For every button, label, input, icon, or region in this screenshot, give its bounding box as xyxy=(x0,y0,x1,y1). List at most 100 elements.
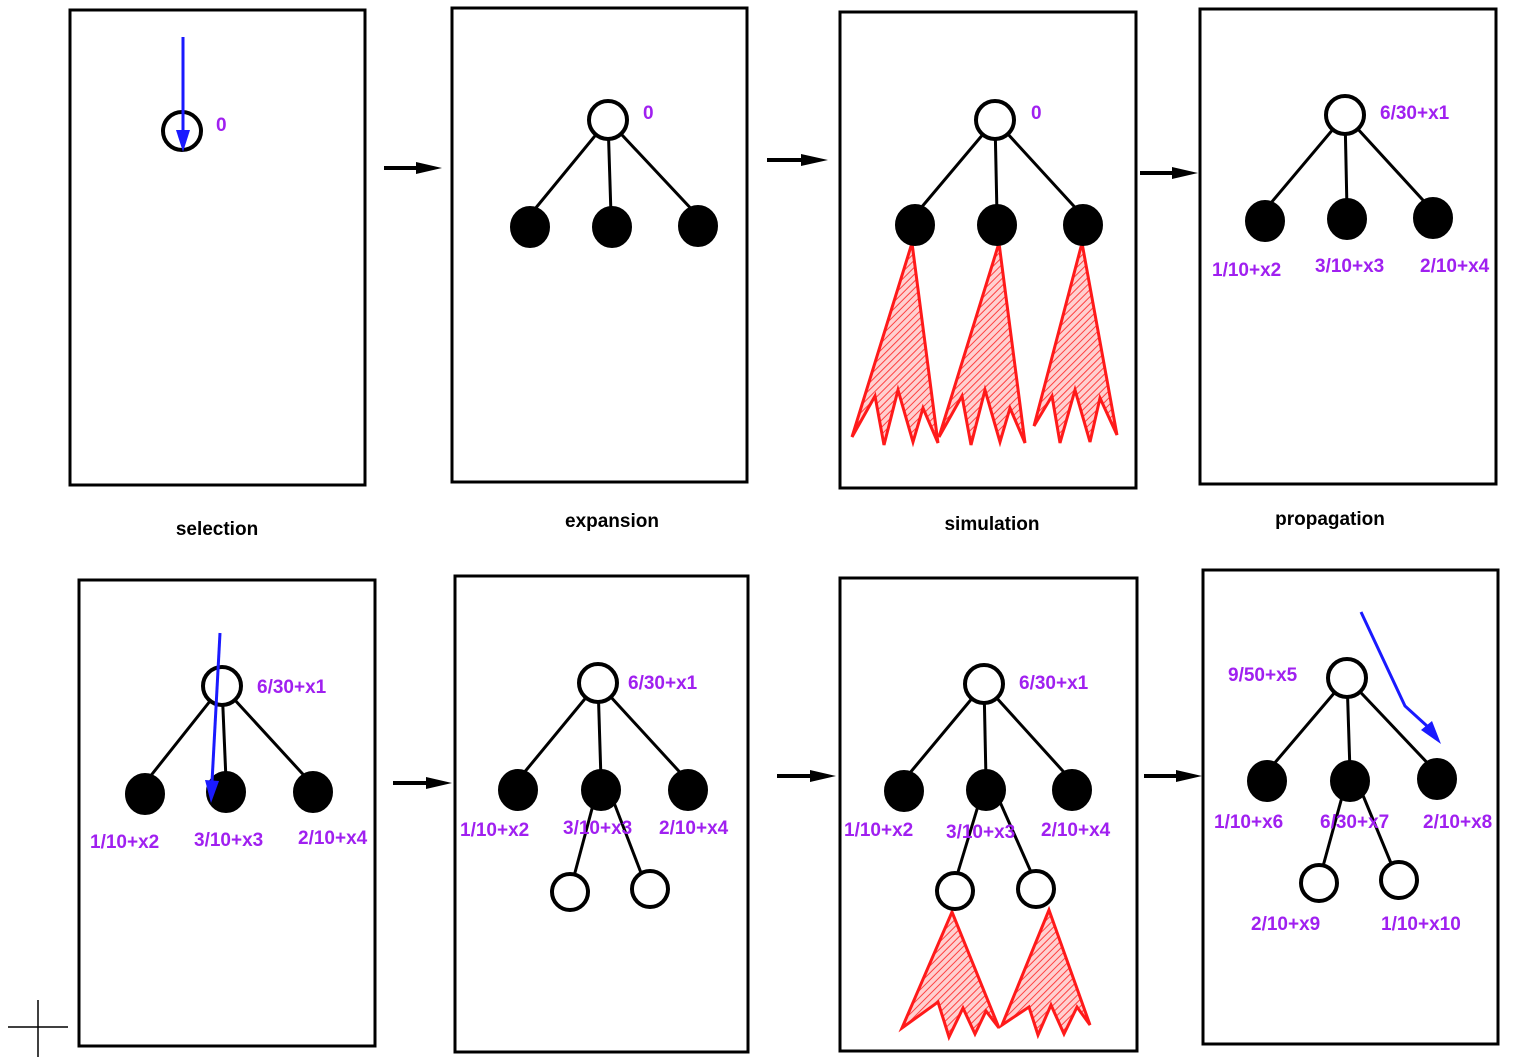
child-node xyxy=(293,771,333,813)
selection-arrow xyxy=(205,632,222,803)
child-label: 1/10+x6 xyxy=(1214,812,1283,833)
child-label: 1/10+x2 xyxy=(1212,260,1281,281)
root-label: 0 xyxy=(1031,103,1042,124)
child-label: 2/10+x4 xyxy=(659,818,729,839)
edge xyxy=(982,682,1073,782)
child-node xyxy=(1063,204,1103,246)
child-node xyxy=(678,205,718,247)
caption-propagation: propagation xyxy=(1275,509,1385,530)
grandchild-node xyxy=(550,872,590,912)
root-node xyxy=(963,663,1005,705)
panel-selection-1: 0 xyxy=(68,8,367,487)
panel-frame xyxy=(1198,7,1498,486)
child-node xyxy=(977,204,1017,246)
simulation-tree xyxy=(1032,242,1119,444)
flow-arrow xyxy=(767,154,828,166)
edge xyxy=(1345,676,1438,774)
panel-simulation-1: 0 xyxy=(838,10,1138,490)
edge xyxy=(611,799,645,879)
grandchild-label: 2/10+x9 xyxy=(1251,914,1320,935)
child-label: 1/10+x2 xyxy=(90,832,159,853)
panel-frame xyxy=(1201,568,1500,1046)
child-node xyxy=(510,206,550,248)
child-node xyxy=(592,206,632,248)
root-node xyxy=(577,662,619,704)
child-node xyxy=(581,769,621,811)
panel-expansion-1: 0 xyxy=(450,6,749,484)
flow-arrow xyxy=(393,777,452,789)
edge xyxy=(993,118,1084,217)
child-node xyxy=(498,769,538,811)
child-label: 1/10+x2 xyxy=(460,820,529,841)
caption-expansion: expansion xyxy=(565,511,659,532)
child-node xyxy=(895,204,935,246)
child-label: 3/10+x3 xyxy=(194,830,263,851)
child-node xyxy=(1247,760,1287,802)
child-node xyxy=(884,770,924,812)
child-label: 2/10+x4 xyxy=(1041,820,1111,841)
grandchild-node xyxy=(1299,863,1339,903)
root-label: 0 xyxy=(643,103,654,124)
root-label: 6/30+x1 xyxy=(1380,103,1450,124)
grandchild-label: 1/10+x10 xyxy=(1381,914,1461,935)
panel-frame xyxy=(838,10,1138,490)
edge xyxy=(220,684,313,785)
flow-arrow xyxy=(384,162,442,174)
root-node xyxy=(201,665,243,707)
panel-propagation-1: 6/30+x1 1/10+x2 3/10+x3 2/10+x4 xyxy=(1198,7,1498,486)
flow-arrow xyxy=(1144,770,1202,782)
grandchild-node xyxy=(1016,869,1056,909)
child-node xyxy=(1245,200,1285,242)
panel-frame xyxy=(68,8,367,487)
propagation-arrow xyxy=(1359,611,1441,744)
child-node xyxy=(1413,197,1453,239)
child-node xyxy=(1052,769,1092,811)
child-node xyxy=(125,773,165,815)
edge xyxy=(998,801,1033,873)
child-label: 3/10+x3 xyxy=(563,818,632,839)
caption-simulation: simulation xyxy=(944,514,1039,535)
child-label: 2/10+x4 xyxy=(298,828,368,849)
edge xyxy=(571,804,595,881)
edge xyxy=(1360,792,1395,869)
child-label: 2/10+x8 xyxy=(1423,812,1492,833)
child-node xyxy=(1417,758,1457,800)
simulation-tree xyxy=(850,242,940,448)
grandchild-node xyxy=(630,869,670,909)
panel-simulation-2: 6/30+x1 1/10+x2 3/10+x3 2/10+x4 xyxy=(838,576,1139,1053)
child-label: 2/10+x4 xyxy=(1420,256,1490,277)
root-node xyxy=(974,99,1016,141)
child-label: 1/10+x2 xyxy=(844,820,913,841)
child-node xyxy=(668,769,708,811)
grandchild-node xyxy=(1379,860,1419,900)
crop-mark xyxy=(8,1000,68,1057)
root-label: 6/30+x1 xyxy=(628,673,698,694)
edge xyxy=(606,118,699,217)
flow-arrow xyxy=(1140,167,1198,179)
root-node xyxy=(1324,94,1366,136)
panel-frame xyxy=(77,578,377,1048)
child-label: 6/30+x7 xyxy=(1320,812,1389,833)
root-label: 6/30+x1 xyxy=(257,677,327,698)
edge xyxy=(1320,796,1344,871)
simulation-tree xyxy=(998,905,1092,1040)
panel-propagation-2: 9/50+x5 1/10+x6 6/30+x7 2/10+x8 2/10+x9 … xyxy=(1201,568,1500,1046)
panel-expansion-2: 6/30+x1 1/10+x2 3/10+x3 2/10+x4 xyxy=(453,574,750,1054)
child-label: 3/10+x3 xyxy=(1315,256,1384,277)
panel-frame xyxy=(838,576,1139,1053)
child-node xyxy=(1330,760,1370,802)
root-node xyxy=(1326,657,1368,699)
edge xyxy=(956,805,980,873)
grandchild-node xyxy=(935,871,975,911)
simulation-tree xyxy=(898,908,1001,1042)
root-node xyxy=(587,99,629,141)
flow-arrow xyxy=(777,770,836,782)
simulation-tree xyxy=(937,242,1027,448)
edge xyxy=(1343,113,1434,212)
edge xyxy=(596,681,689,782)
root-label: 0 xyxy=(216,115,227,136)
panel-frame xyxy=(453,574,750,1054)
child-label: 3/10+x3 xyxy=(946,822,1015,843)
caption-selection: selection xyxy=(176,519,258,540)
